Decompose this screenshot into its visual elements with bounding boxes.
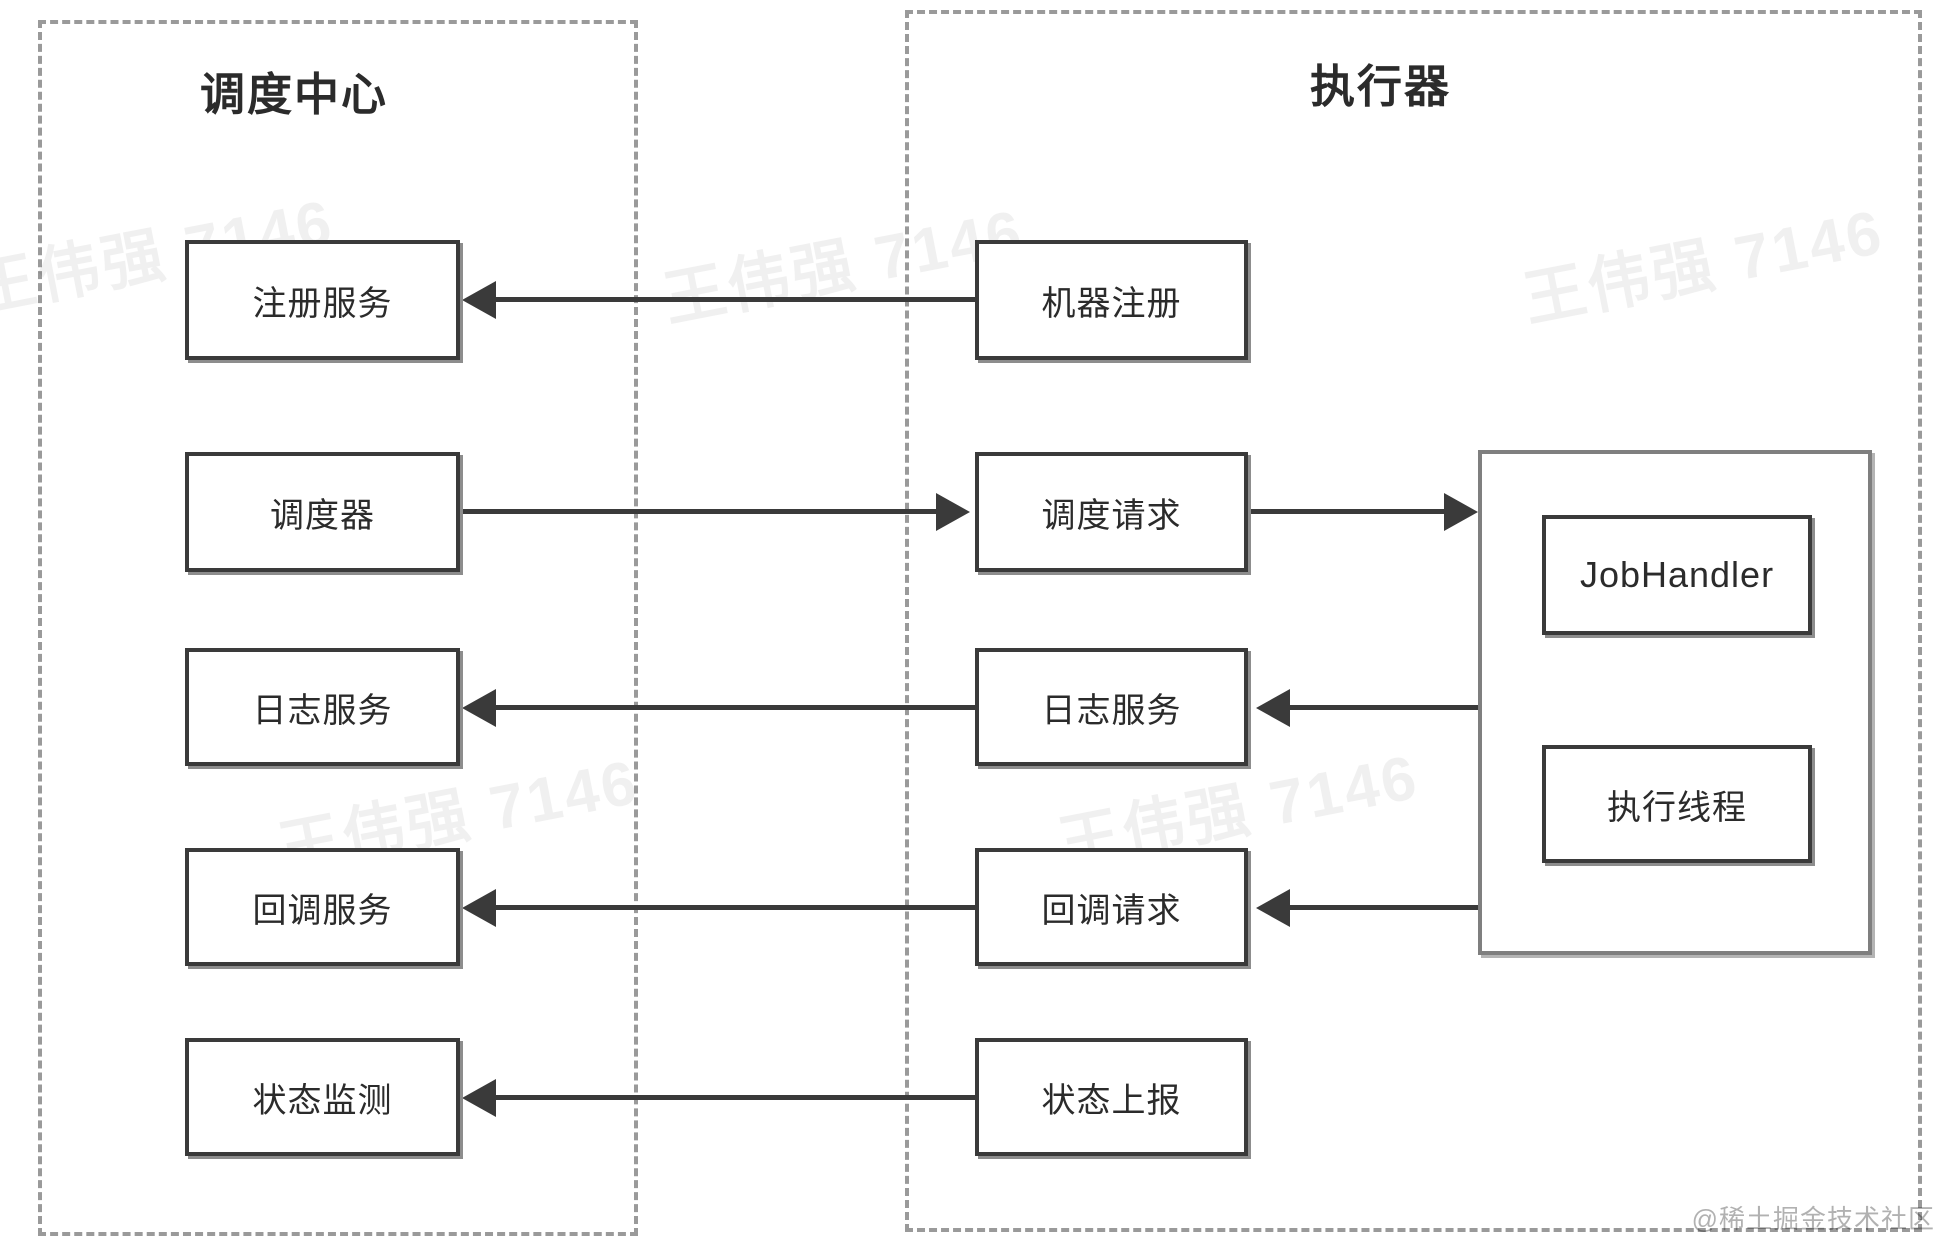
panel-scheduler-center [38,20,638,1236]
connector-status-report-to-status-monitor [496,1095,976,1100]
node-callback-request[interactable]: 回调请求 [975,848,1248,966]
arrowhead-left-row1 [462,281,496,319]
connector-machine-reg-to-reg-service [496,297,976,302]
connector-dispatch-request-to-executor [1248,509,1444,514]
node-log-service-left[interactable]: 日志服务 [185,648,460,766]
arrowhead-left-row5 [462,1079,496,1117]
arrowhead-right-row2 [936,493,970,531]
connector-scheduler-to-dispatch-request [460,509,936,514]
panel-executor [905,10,1922,1232]
node-status-monitor[interactable]: 状态监测 [185,1038,460,1156]
node-execution-thread[interactable]: 执行线程 [1542,745,1812,863]
node-log-service-mid[interactable]: 日志服务 [975,648,1248,766]
connector-executor-to-log-mid [1290,705,1478,710]
connector-callback-mid-to-callback-left [496,905,976,910]
watermark-corner: @稀土掘金技术社区 [1691,1204,1935,1234]
connector-log-mid-to-log-left [496,705,976,710]
node-scheduler[interactable]: 调度器 [185,452,460,572]
arrowhead-right-executor [1444,493,1478,531]
node-registration-service[interactable]: 注册服务 [185,240,460,360]
node-dispatch-request[interactable]: 调度请求 [975,452,1248,572]
arrowhead-left-row3 [462,689,496,727]
arrowhead-left-row4-inner [1256,889,1290,927]
panel-title-executor: 执行器 [1310,61,1452,112]
node-status-report[interactable]: 状态上报 [975,1038,1248,1156]
panel-title-scheduler-center: 调度中心 [200,69,389,120]
node-jobhandler[interactable]: JobHandler [1542,515,1812,635]
node-callback-service[interactable]: 回调服务 [185,848,460,966]
node-machine-registration[interactable]: 机器注册 [975,240,1248,360]
arrowhead-left-row3-inner [1256,689,1290,727]
arrowhead-left-row4 [462,889,496,927]
connector-executor-to-callback-mid [1290,905,1478,910]
